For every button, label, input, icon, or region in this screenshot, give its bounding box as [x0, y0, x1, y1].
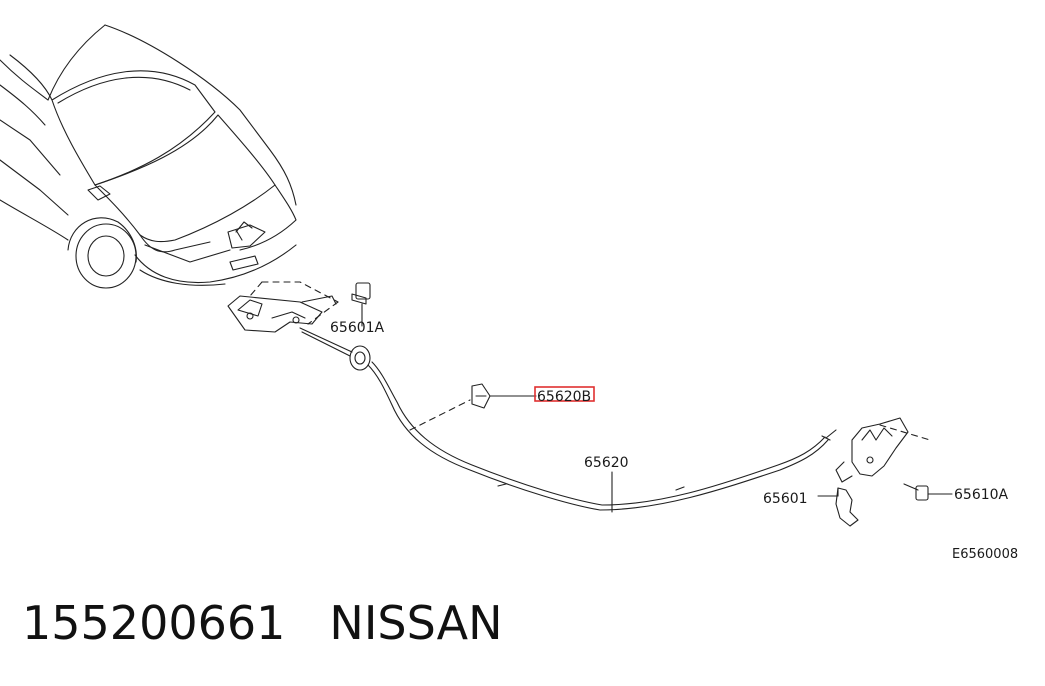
parts-diagram: 65601A 65620B 65620 65601 65610A E656000…	[0, 24, 1018, 562]
caption: 155200661 NISSAN	[22, 596, 503, 650]
label-65620: 65620	[584, 455, 629, 471]
diagram-code: E6560008	[952, 547, 1018, 562]
label-65610A: 65610A	[954, 487, 1009, 503]
handle-65601-illustration	[817, 417, 909, 527]
bolt-65610A-illustration	[903, 483, 953, 501]
bolt-65601A-illustration	[351, 282, 371, 319]
release-cable	[299, 327, 837, 511]
label-65601: 65601	[763, 491, 808, 507]
highlight-box	[534, 386, 595, 402]
brand-name: NISSAN	[329, 596, 503, 650]
hood-lock-bracket	[227, 295, 337, 333]
part-number: 155200661	[22, 596, 286, 650]
car-front-illustration	[0, 24, 297, 289]
label-65620B: 65620B	[537, 389, 591, 405]
clip-65620B-illustration	[471, 383, 537, 409]
label-leaders	[361, 317, 613, 513]
leader-dashes	[249, 281, 931, 441]
label-65601A: 65601A	[330, 320, 385, 336]
